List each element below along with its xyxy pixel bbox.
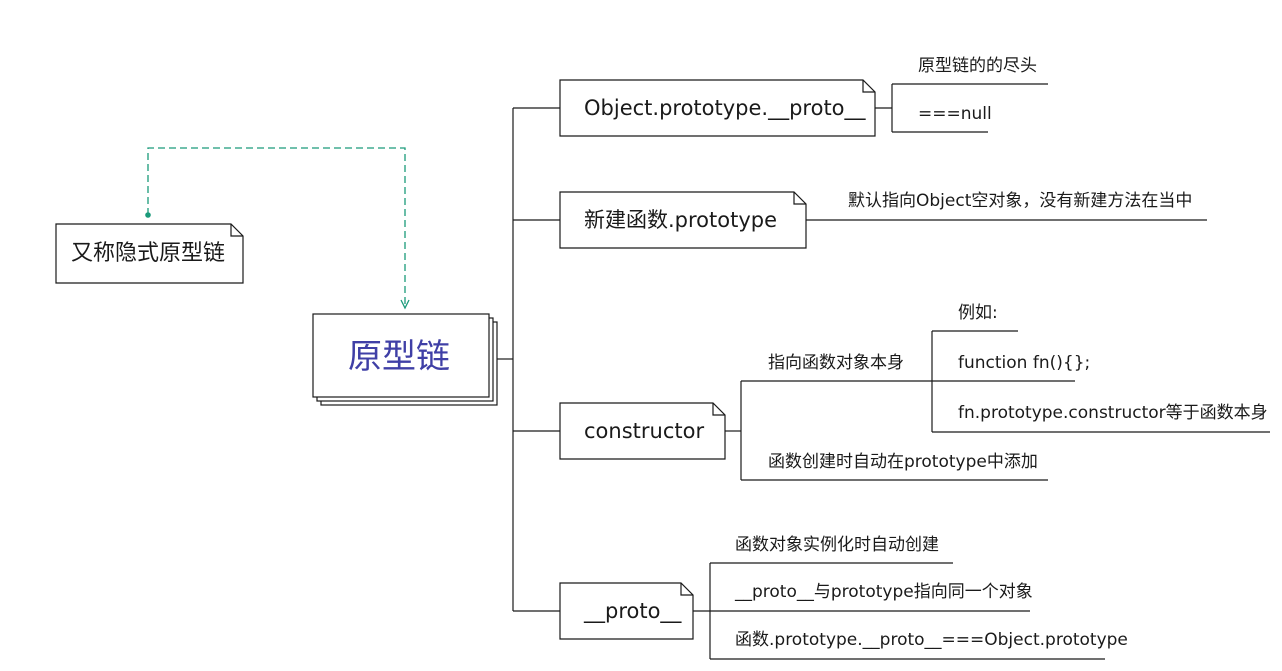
dashed-link	[147, 147, 406, 306]
branch-label-new-fn-prototype: 新建函数.prototype	[584, 208, 778, 232]
link-arrowhead	[400, 299, 410, 310]
note-proto-chain-end: 原型链的的尽头	[918, 56, 1037, 76]
branch-box-proto[interactable]	[559, 582, 694, 640]
note-equals-null: ===null	[918, 104, 992, 124]
side-note-box[interactable]	[55, 223, 244, 284]
side-note-label: 又称隐式原型链	[71, 241, 226, 266]
trunk-lines	[497, 107, 560, 612]
branch-label-proto: __proto__	[584, 599, 682, 623]
branch-label-object-proto: Object.prototype.__proto__	[584, 96, 866, 120]
subnote-function-fn: function fn(){};	[958, 353, 1091, 373]
subnote-constructor-equals: fn.prototype.constructor等于函数本身	[958, 403, 1268, 423]
note-auto-added: 函数创建时自动在prototype中添加	[768, 452, 1038, 472]
note-connectors	[693, 83, 1270, 660]
note-default-points-object: 默认指向Object空对象，没有新建方法在当中	[848, 191, 1193, 211]
center-box[interactable]	[312, 313, 498, 406]
subnote-example: 例如:	[958, 303, 998, 323]
center-node-label: 原型链	[348, 337, 450, 377]
branch-box-object-proto[interactable]	[559, 79, 876, 137]
branch-box-new-fn-prototype[interactable]	[559, 191, 807, 249]
link-start-dot	[145, 212, 151, 218]
note-auto-created: 函数对象实例化时自动创建	[735, 535, 939, 555]
note-fn-proto-equals: 函数.prototype.__proto__===Object.prototyp…	[735, 630, 1128, 650]
note-same-object: __proto__与prototype指向同一个对象	[735, 582, 1033, 602]
branch-label-constructor: constructor	[584, 419, 705, 443]
branch-box-constructor[interactable]	[559, 402, 726, 460]
note-points-fn-object: 指向函数对象本身	[768, 353, 904, 373]
